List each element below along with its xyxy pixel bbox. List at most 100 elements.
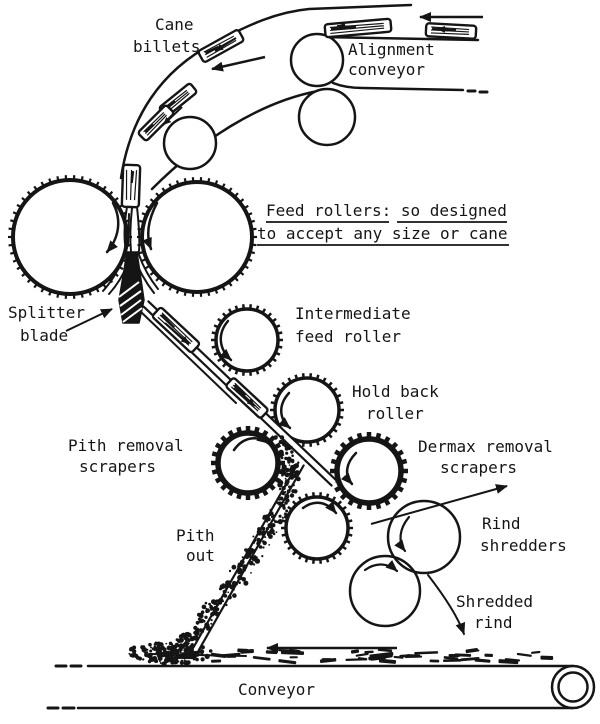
intermediate-feed-roller-body [214, 307, 280, 373]
pith-dot [245, 550, 250, 555]
rind-piece [465, 648, 479, 654]
pith-dot [289, 475, 292, 478]
pith-dot [268, 534, 271, 537]
pith-dot [210, 619, 213, 622]
rind-piece-body [465, 648, 479, 654]
rind-piece [321, 658, 332, 662]
pith-dot [182, 645, 184, 648]
intermediate-feed-roller-tooth [213, 351, 220, 356]
rind-piece [364, 650, 374, 654]
pith-dot [178, 637, 184, 643]
pith-dot [284, 472, 290, 478]
pith-dot [272, 515, 276, 519]
pith-removal-scraper-roller-tooth [227, 429, 235, 439]
rind-piece-body [454, 653, 472, 657]
rind-piece-body [321, 658, 332, 662]
splitter-pointer-arrow [65, 308, 113, 332]
pith-dot [183, 640, 190, 647]
pith-removal-scraper-roller-tooth [211, 451, 220, 458]
feed-roller-left-tooth [26, 190, 32, 197]
intermediate-feed-roller-tooth [211, 331, 217, 335]
intermediate-feed-roller-tooth [266, 312, 273, 318]
pith-dot [281, 516, 284, 519]
rind-piece [355, 652, 369, 657]
rind-piece-body [414, 651, 439, 655]
rind-piece [429, 659, 440, 663]
pith-dot [178, 634, 184, 639]
pith-dot [293, 489, 298, 494]
label-rind-shredders-text: shredders [480, 536, 567, 555]
pith-dot [243, 580, 249, 586]
feed-roller-right-tooth [175, 180, 180, 186]
alignment-conveyor-pulley-body [289, 32, 345, 88]
pith-dot [284, 479, 290, 484]
pith-dot [160, 645, 166, 651]
pith-dot [282, 507, 286, 510]
lower-scraper-roller-tooth [297, 554, 303, 560]
cane-strip [132, 254, 155, 294]
rotation-arrow-shredder-upper [394, 515, 411, 553]
pith-dot [174, 649, 180, 655]
pith-dot [200, 610, 205, 614]
lower-scraper-roller-tooth [344, 539, 351, 544]
feed-roller-right-tooth [207, 178, 211, 184]
pith-dot [158, 659, 160, 661]
incline-conveyor-mid-pulley-body [162, 115, 218, 171]
feed-roller-right-tooth [247, 257, 253, 262]
label-conveyor: Conveyor [238, 680, 315, 699]
label-hold-back-roller-text: roller [366, 404, 424, 423]
hold-back-roller-tooth [315, 374, 320, 380]
pith-removal-scraper-roller-tooth [214, 476, 224, 484]
label-alignment-conveyor-text: conveyor [348, 60, 425, 79]
feed-roller-right-tooth [155, 192, 161, 198]
intermediate-feed-roller-tooth [255, 369, 260, 375]
pith-dot [240, 559, 245, 565]
pith-dot [138, 656, 142, 661]
lower-scraper-roller-tooth [341, 505, 347, 511]
pith-dot [170, 656, 175, 661]
rotation-arrow-pith-scraper [232, 432, 270, 452]
pith-dot [285, 446, 289, 450]
hold-back-roller-tooth [338, 415, 344, 419]
rind-piece-body [364, 650, 374, 654]
rind-piece [288, 648, 301, 653]
lower-scraper-roller-tooth [283, 539, 290, 544]
pith-dot [241, 577, 246, 582]
billet-motion-arrow [164, 322, 190, 345]
cane-billet [197, 29, 245, 63]
cane-billet-entering-grain [130, 170, 135, 184]
rind-piece [350, 649, 360, 654]
feed-roller-right-tooth [149, 198, 156, 204]
rind-piece [370, 656, 386, 661]
feed-roller-right-tooth [214, 288, 219, 294]
pith-dot [294, 470, 300, 475]
feed-roller-right-tooth [251, 227, 257, 231]
pith-dot [284, 514, 288, 519]
pith-dot [218, 587, 223, 591]
dermax-removal-scraper-roller-tooth [399, 477, 408, 484]
pith-dot [128, 652, 131, 655]
billet-motion-arrow [233, 387, 256, 407]
dermax-removal-scraper-roller-tooth [339, 441, 348, 450]
pith-dot [277, 521, 280, 524]
label-pith-out-text: Pith [176, 526, 215, 545]
rind-piece [531, 650, 541, 654]
pith-dot [148, 642, 152, 647]
discharge-conveyor-pulley-inner [557, 671, 589, 703]
pith-dot [283, 464, 287, 468]
rotation-arrow-feed-left [105, 201, 120, 254]
intermediate-feed-roller-tooth [266, 362, 273, 368]
pith-dot [249, 560, 254, 566]
lower-scraper-roller-tooth [291, 500, 298, 506]
arrows [65, 12, 508, 653]
feed-roller-left-tooth [56, 176, 60, 182]
feed-roller-right-tooth [249, 219, 256, 224]
hold-back-roller-tooth [332, 427, 338, 433]
feed-roller-right-tooth [238, 198, 245, 204]
pith-removal-scraper-roller-tooth [236, 426, 243, 435]
rind-piece [414, 651, 439, 655]
